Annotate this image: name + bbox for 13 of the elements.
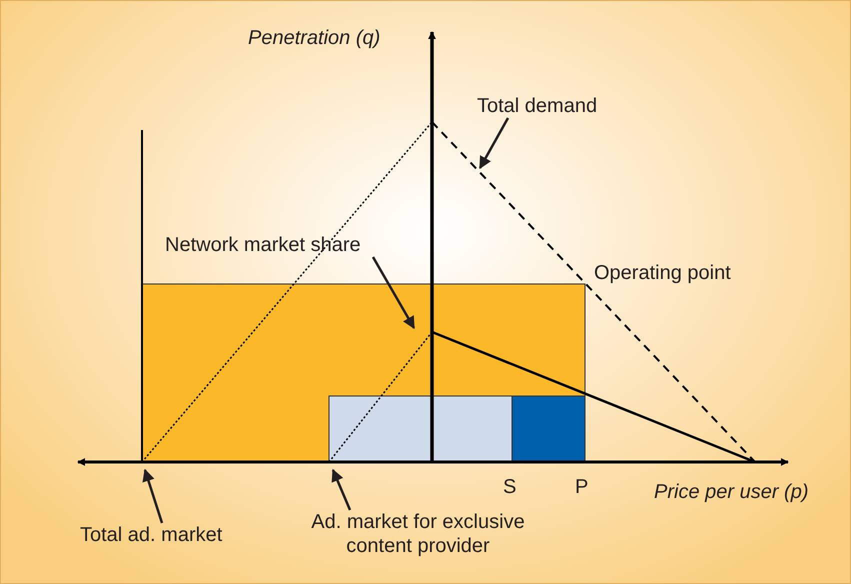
- annotation-text: Total ad. market: [80, 523, 222, 547]
- annotation-text: Total demand: [477, 94, 598, 118]
- axis-title: Price per user (p): [654, 480, 808, 504]
- axis-title: Penetration (q): [248, 26, 380, 50]
- point-label: Operating point: [594, 261, 731, 285]
- axis-mark-label: P: [575, 475, 588, 499]
- annotation-text: Ad. market for exclusive content provider: [278, 510, 558, 558]
- leader-arrow: [372, 256, 416, 330]
- leader-arrow: [478, 117, 510, 170]
- axis-mark-label: S: [503, 475, 516, 499]
- annotation-text: Network market share: [165, 233, 361, 257]
- leader-arrow: [332, 468, 352, 510]
- leader-arrow: [142, 468, 164, 524]
